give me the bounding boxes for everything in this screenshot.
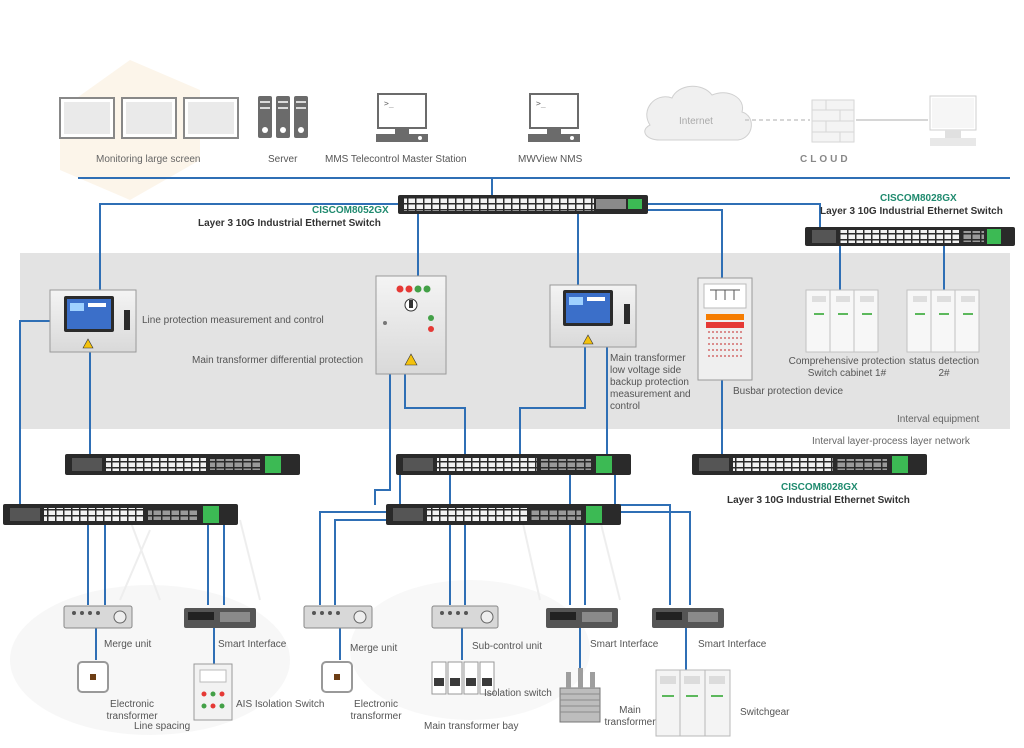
line-spacing-label: Line spacing (134, 721, 191, 732)
status-detection-cabinet-icon (906, 289, 980, 353)
mms-label: MMS Telecontrol Master Station (325, 154, 467, 165)
internet-cloud-group (644, 85, 977, 146)
mms-station-icon: >_ (376, 93, 428, 142)
right-switch-model: CISCOM8028GX (880, 193, 957, 204)
merge-unit-1-label: Merge unit (104, 639, 152, 650)
smart-interface-3-label: Smart Interface (698, 639, 767, 650)
switchgear-label: Switchgear (740, 707, 790, 718)
svg-text:>_: >_ (536, 99, 546, 108)
server-icon (258, 96, 308, 138)
cloud-label: CLOUD (800, 154, 851, 165)
server-label: Server (268, 154, 298, 165)
main-transformer-label: Main transformer (604, 705, 656, 728)
smart-interface-2-icon (546, 608, 618, 628)
monitoring-label: Monitoring large screen (96, 154, 201, 165)
monitoring-screens-icon (59, 97, 239, 139)
busbar-label: Busbar protection device (733, 386, 844, 397)
smart-interface-2-label: Smart Interface (590, 639, 659, 650)
interval-equipment-label: Interval equipment (897, 414, 980, 425)
smart-interface-3-icon (652, 608, 724, 628)
smart-interface-1-label: Smart Interface (218, 639, 287, 650)
isolation-switch-label: Isolation switch (484, 688, 552, 699)
comprehensive-protection-cabinet-icon (805, 289, 879, 353)
center-switch-a-icon (396, 454, 631, 475)
main-transformer-diff-label: Main transformer differential protection (192, 355, 364, 366)
switchgear-icon (655, 669, 731, 737)
left-switch-b-icon (3, 504, 238, 525)
mid-right-switch-icon (692, 454, 927, 475)
main-transformer-low-label: Main transformer low voltage side backup… (610, 353, 691, 412)
core-switch-icon (398, 195, 648, 214)
ais-switch-icon (193, 663, 233, 721)
center-switch-b-icon (386, 504, 621, 525)
mwview-label: MWView NMS (518, 154, 583, 165)
line-protection-cabinet-icon (49, 289, 137, 353)
smart-interface-1-icon (184, 608, 256, 628)
main-transformer-diff-cabinet-icon (375, 275, 447, 375)
mid-switch-model: CISCOM8028GX (781, 482, 858, 493)
firewall-icon (811, 99, 855, 143)
right-switch-icon (805, 227, 1015, 246)
electronic-transformer-1-icon (77, 661, 109, 693)
core-switch-model: CISCOM8052GX (312, 205, 389, 216)
electronic-transformer-2-icon (321, 661, 353, 693)
main-transformer-low-cabinet-icon (549, 284, 637, 348)
sub-control-label: Sub-control unit (472, 641, 543, 652)
line-protection-label: Line protection measurement and control (142, 315, 324, 326)
isolation-switch-icon (431, 661, 495, 695)
merge-unit-2-icon (303, 605, 373, 629)
busbar-protection-cabinet-icon (697, 277, 753, 381)
merge-unit-2-label: Merge unit (350, 643, 398, 654)
main-transformer-icon (559, 668, 601, 723)
electronic-transformer-2-label: Electronic transformer (350, 699, 402, 722)
right-switch-desc: Layer 3 10G Industrial Ethernet Switch (820, 206, 1003, 217)
connection-lines (19, 178, 945, 670)
remote-monitor-icon (929, 95, 977, 146)
network-label: Interval layer-process layer network (812, 436, 970, 447)
ais-switch-label: AIS Isolation Switch (236, 699, 325, 710)
svg-text:>_: >_ (384, 99, 394, 108)
sub-control-unit-icon (431, 605, 499, 629)
main-transformer-bay-label: Main transformer bay (424, 721, 519, 732)
status-detection-label: status detection 2# (908, 356, 980, 379)
left-switch-a-icon (65, 454, 300, 475)
internet-label: Internet (679, 116, 713, 127)
core-switch-desc: Layer 3 10G Industrial Ethernet Switch (198, 218, 381, 229)
electronic-transformer-1-label: Electronic transformer (106, 699, 158, 722)
mwview-nms-icon: >_ (528, 93, 580, 142)
merge-unit-1-icon (63, 605, 133, 629)
internet-cloud-shape (644, 85, 752, 141)
mid-switch-desc: Layer 3 10G Industrial Ethernet Switch (727, 495, 910, 506)
comprehensive-label: Comprehensive protection Switch cabinet … (788, 356, 906, 379)
